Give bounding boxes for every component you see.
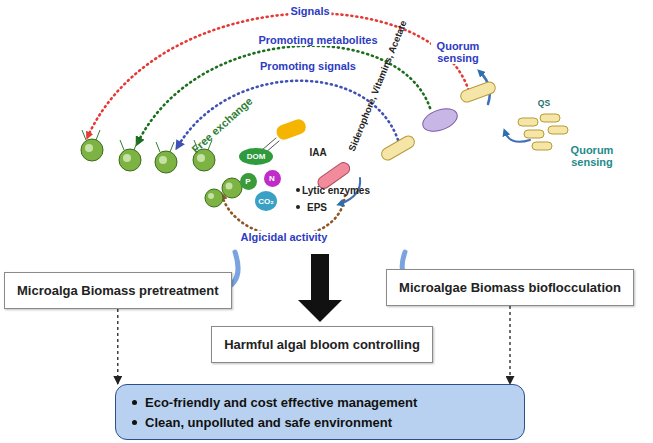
- annotation-label: QS: [536, 99, 552, 108]
- node-text: Harmful algal bloom controlling: [224, 337, 420, 352]
- annotation-label: Quorum sensing: [431, 40, 485, 64]
- node-text: Microalgae Biomass bioflocculation: [399, 280, 621, 295]
- node-text: P: [245, 177, 250, 186]
- node-text: CO₂: [258, 197, 274, 206]
- process-box: Microalga Biomass pretreatment: [4, 272, 232, 309]
- bullet-dot: [296, 188, 300, 192]
- annotation-label: Promoting metabolites: [256, 34, 379, 46]
- annotation-label: IAA: [309, 147, 326, 158]
- node-text: Eco-friendly and cost effective manageme…: [145, 395, 417, 410]
- annotation-label: EPS: [307, 202, 327, 213]
- annotation-label: Free exchange: [189, 95, 254, 156]
- nitrogen-circle: N: [264, 170, 281, 187]
- annotation-label: Signals: [288, 5, 331, 17]
- annotation-label: Quorum sensing: [567, 144, 617, 168]
- phosphorus-circle: P: [240, 173, 257, 190]
- bullet-dot: [132, 420, 137, 425]
- process-box: Harmful algal bloom controlling: [211, 326, 433, 363]
- dashed-arrow: [117, 309, 118, 384]
- annotation-label: Algicidal activity: [239, 231, 330, 243]
- process-box: Microalgae Biomass bioflocculation: [386, 269, 634, 306]
- node-text: DOM: [247, 152, 266, 161]
- dom-oval: DOM: [239, 148, 273, 165]
- annotation-label: Promoting signals: [258, 60, 358, 72]
- node-text: N: [269, 174, 275, 183]
- annotation-label: Lytic enzymes: [302, 185, 370, 196]
- co2-circle: CO₂: [255, 191, 277, 211]
- bullet-dot: [296, 205, 300, 209]
- node-text: Clean, unpolluted and safe environment: [145, 415, 392, 430]
- outcome-box: Eco-friendly and cost effective manageme…: [115, 384, 525, 440]
- bullet-dot: [132, 400, 137, 405]
- dashed-arrow: [509, 306, 510, 384]
- node-text: Microalga Biomass pretreatment: [17, 283, 219, 298]
